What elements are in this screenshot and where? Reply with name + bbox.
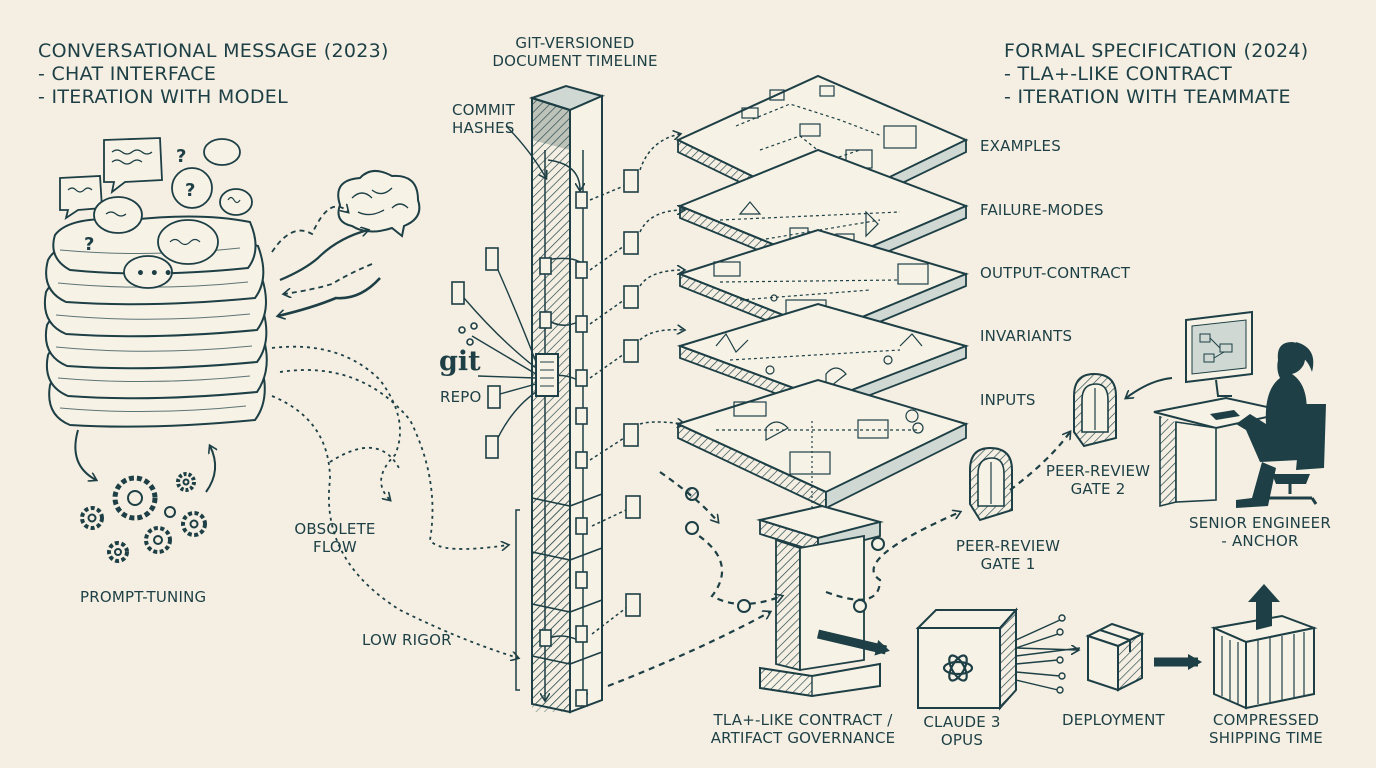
- svg-text:?: ?: [185, 180, 195, 201]
- contract-pedestal: [756, 420, 884, 698]
- compressed-shipping-label: COMPRESSED SHIPPING TIME: [1209, 711, 1323, 748]
- senior-engineer-label: SENIOR ENGINEER - ANCHOR: [1189, 514, 1331, 551]
- git-doc-icons: [451, 247, 501, 459]
- deployment-label: DEPLOYMENT: [1062, 711, 1165, 729]
- claude-label: CLAUDE 3 OPUS: [923, 713, 1001, 750]
- layer-label-failure-modes: FAILURE-MODES: [980, 201, 1104, 219]
- layer-label-invariants: INVARIANTS: [980, 327, 1073, 345]
- commit-hashes-label: COMMIT HASHES: [452, 101, 515, 138]
- svg-text:?: ?: [84, 234, 94, 255]
- git-logo-text: git: [439, 346, 481, 377]
- left-header-bullet-2: - ITERATION WITH MODEL: [38, 86, 288, 108]
- flow-nodes: [685, 487, 885, 613]
- obsolete-flow-lines: [271, 345, 518, 658]
- timeline-column: [515, 84, 605, 714]
- brain-icon: [337, 170, 421, 238]
- claude-box-icon: [915, 607, 1019, 711]
- left-header-title: CONVERSATIONAL MESSAGE (2023): [38, 40, 389, 62]
- review-arrow: [1126, 377, 1173, 398]
- layer-label-examples: EXAMPLES: [980, 137, 1061, 155]
- git-links: [463, 125, 546, 447]
- shipping-container-icon: [1210, 584, 1318, 710]
- chat-layer-stack: [44, 215, 268, 428]
- model-iteration-arrows: [271, 206, 381, 316]
- layer-label-output-contract: OUTPUT-CONTRACT: [980, 264, 1131, 282]
- claude-output-nodes: [1056, 614, 1066, 694]
- timeline-label: GIT-VERSIONED DOCUMENT TIMELINE: [492, 34, 658, 71]
- claude-output-lines: [1015, 619, 1081, 691]
- right-header-title: FORMAL SPECIFICATION (2024): [1004, 40, 1309, 62]
- gate-1-door-icon: [969, 446, 1013, 522]
- low-rigor-label: LOW RIGOR: [362, 631, 452, 649]
- contract-governance-label: TLA+-LIKE CONTRACT / ARTIFACT GOVERNANCE: [710, 711, 896, 748]
- git-repo-hub: [535, 353, 559, 397]
- left-header-bullet-1: - CHAT INTERFACE: [38, 63, 217, 85]
- svg-text:?: ?: [176, 146, 186, 167]
- gate-2-door-icon: [1073, 372, 1117, 448]
- right-header-bullet-1: - TLA+-LIKE CONTRACT: [1004, 63, 1232, 85]
- version-doc-icons: [623, 169, 641, 617]
- version-links: [589, 134, 684, 635]
- commit-nodes: [539, 191, 588, 707]
- to-deploy-arrow: [1015, 648, 1078, 650]
- senior-engineer-icon: [1153, 310, 1326, 508]
- gears-icon: [80, 472, 207, 563]
- layer-label-inputs: INPUTS: [980, 391, 1036, 409]
- svg-text:• • •: • • •: [136, 266, 173, 282]
- contract-to-claude-arrow: [816, 629, 890, 656]
- gate-2-label: PEER-REVIEW GATE 2: [1045, 462, 1151, 499]
- gate-1-label: PEER-REVIEW GATE 1: [955, 537, 1061, 574]
- layer-texture: [55, 247, 253, 413]
- chat-bubbles: [59, 137, 253, 289]
- question-marks: ??? • • •: [84, 146, 195, 282]
- obsolete-flow-label: OBSOLETE FLOW: [294, 520, 376, 557]
- deployment-package-icon: [1085, 622, 1145, 692]
- repo-label: REPO: [440, 388, 482, 406]
- spec-layer-inputs: [675, 378, 969, 510]
- right-header-bullet-2: - ITERATION WITH TEAMMATE: [1004, 86, 1291, 108]
- contract-flows: [607, 432, 1070, 688]
- bubble-scribbles: [67, 149, 241, 246]
- tuning-loop-arrows: [74, 429, 215, 493]
- prompt-tuning-label: PROMPT-TUNING: [80, 588, 207, 606]
